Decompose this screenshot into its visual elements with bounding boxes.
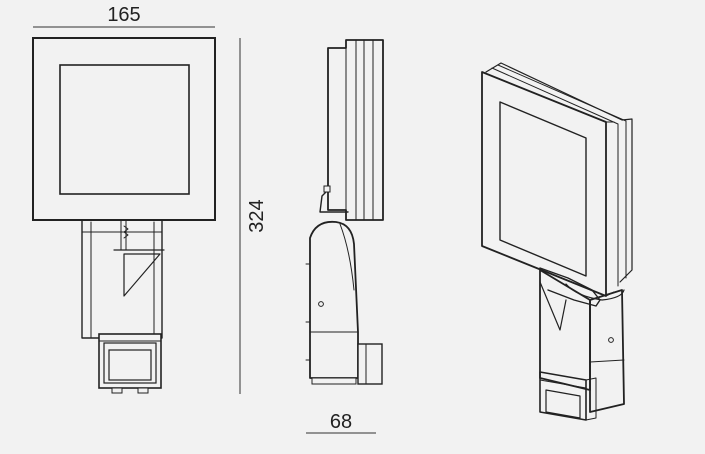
front-sensor-lens <box>108 349 152 381</box>
perspective-view <box>481 62 633 421</box>
height-label: 324 <box>246 199 268 232</box>
side-lamp-head <box>327 39 384 221</box>
depth-label: 68 <box>330 411 352 433</box>
front-swivel-cut <box>113 249 165 297</box>
perspective-body <box>589 289 625 413</box>
width-dimension: 165 <box>33 4 215 28</box>
side-body <box>309 220 359 379</box>
width-label: 165 <box>107 4 140 26</box>
front-body-outline <box>81 219 163 339</box>
height-dimension: 324 <box>239 38 268 394</box>
side-sensor <box>357 343 383 385</box>
side-view <box>305 39 384 385</box>
front-view <box>32 37 216 394</box>
depth-dimension: 68 <box>306 411 376 434</box>
perspective-lamp-lens <box>499 101 587 277</box>
front-lamp-lens <box>59 64 190 195</box>
side-screw <box>318 301 324 307</box>
